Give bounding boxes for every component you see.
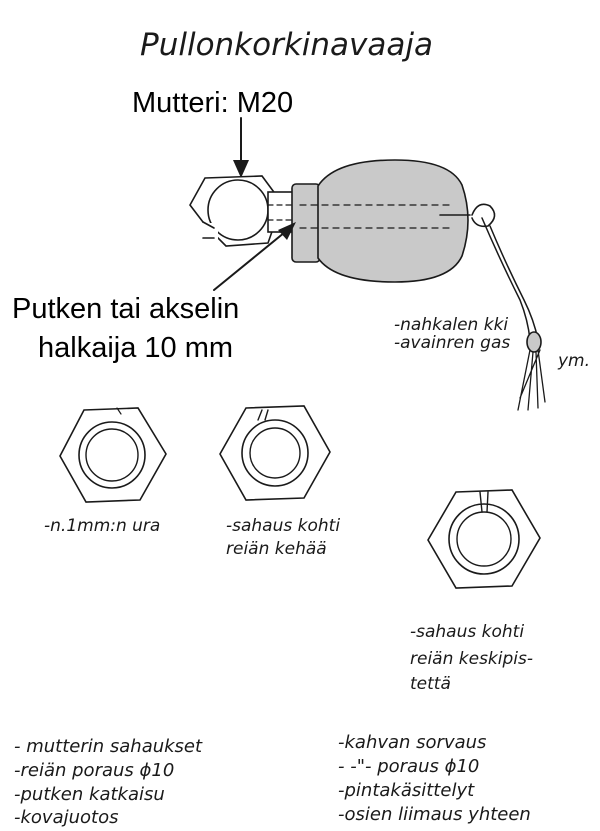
step-right-1: -kahvan sorvaus <box>338 732 486 753</box>
step-left-2: -reiän poraus ϕ10 <box>14 760 174 781</box>
cord-note-3: ym. <box>557 351 590 371</box>
slotted-nut <box>189 175 283 247</box>
barrel-handle <box>317 159 469 283</box>
note-saw-center-3: tettä <box>410 674 451 694</box>
cord-note-1: -nahkalen kki <box>394 315 508 335</box>
note-saw-edge-1: -sahaus kohti <box>226 516 340 536</box>
nut-saw-edge <box>219 405 331 501</box>
screw-eye <box>439 203 496 228</box>
step-left-4: -kovajuotos <box>14 807 118 828</box>
pipe-callout-line-1: Putken tai akselin <box>12 293 239 325</box>
step-left-1: - mutterin sahaukset <box>14 736 203 757</box>
nut-callout-label: Mutteri: M20 <box>132 87 293 119</box>
drawing-title: Pullonkorkinavaaja <box>140 27 433 63</box>
opener-assembly <box>189 159 546 411</box>
note-saw-center-2: reiän keskipis- <box>410 649 533 669</box>
pipe-callout-arrow <box>213 222 296 291</box>
cord-note-2: -avainren gas <box>394 333 510 353</box>
step-right-3: -pintakäsittelyt <box>338 780 475 801</box>
step-right-4: -osien liimaus yhteen <box>338 804 531 825</box>
handle-collar <box>291 183 321 263</box>
leather-cord <box>481 217 546 411</box>
note-saw-edge-2: reiän kehää <box>226 539 327 559</box>
nut-groove <box>59 407 167 503</box>
note-groove: -n.1mm:n ura <box>44 516 160 536</box>
nut-callout-arrow <box>233 117 249 178</box>
note-saw-center-1: -sahaus kohti <box>410 622 524 642</box>
pipe-callout-line-2: halkaija 10 mm <box>38 332 233 364</box>
step-left-3: -putken katkaisu <box>14 784 165 805</box>
step-right-2: - -"- poraus ϕ10 <box>338 756 479 777</box>
nut-saw-center <box>427 489 541 589</box>
